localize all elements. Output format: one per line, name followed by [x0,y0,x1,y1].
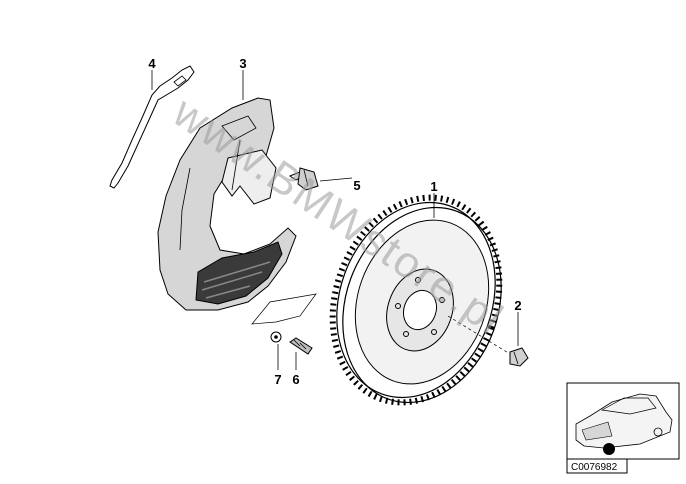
screw-part [288,167,319,191]
callout-2: 2 [514,298,521,313]
washer-part [270,331,282,343]
callout-4: 4 [148,56,156,71]
disc-part [329,194,503,406]
callout-3: 3 [239,56,246,71]
bolt-part [509,347,529,367]
car-silhouette-icon [575,393,673,455]
callout-6: 6 [292,372,299,387]
leader-lines [151,70,519,370]
assembly-lines [251,177,511,355]
shield-part [157,97,297,311]
callout-7: 7 [274,372,281,387]
bracket-part [109,65,195,189]
callout-1: 1 [430,179,437,194]
callout-5: 5 [353,178,360,193]
thumbnail-inset: C0076982 [566,382,680,474]
reference-code: C0076982 [571,462,618,473]
stud-part [289,337,313,355]
